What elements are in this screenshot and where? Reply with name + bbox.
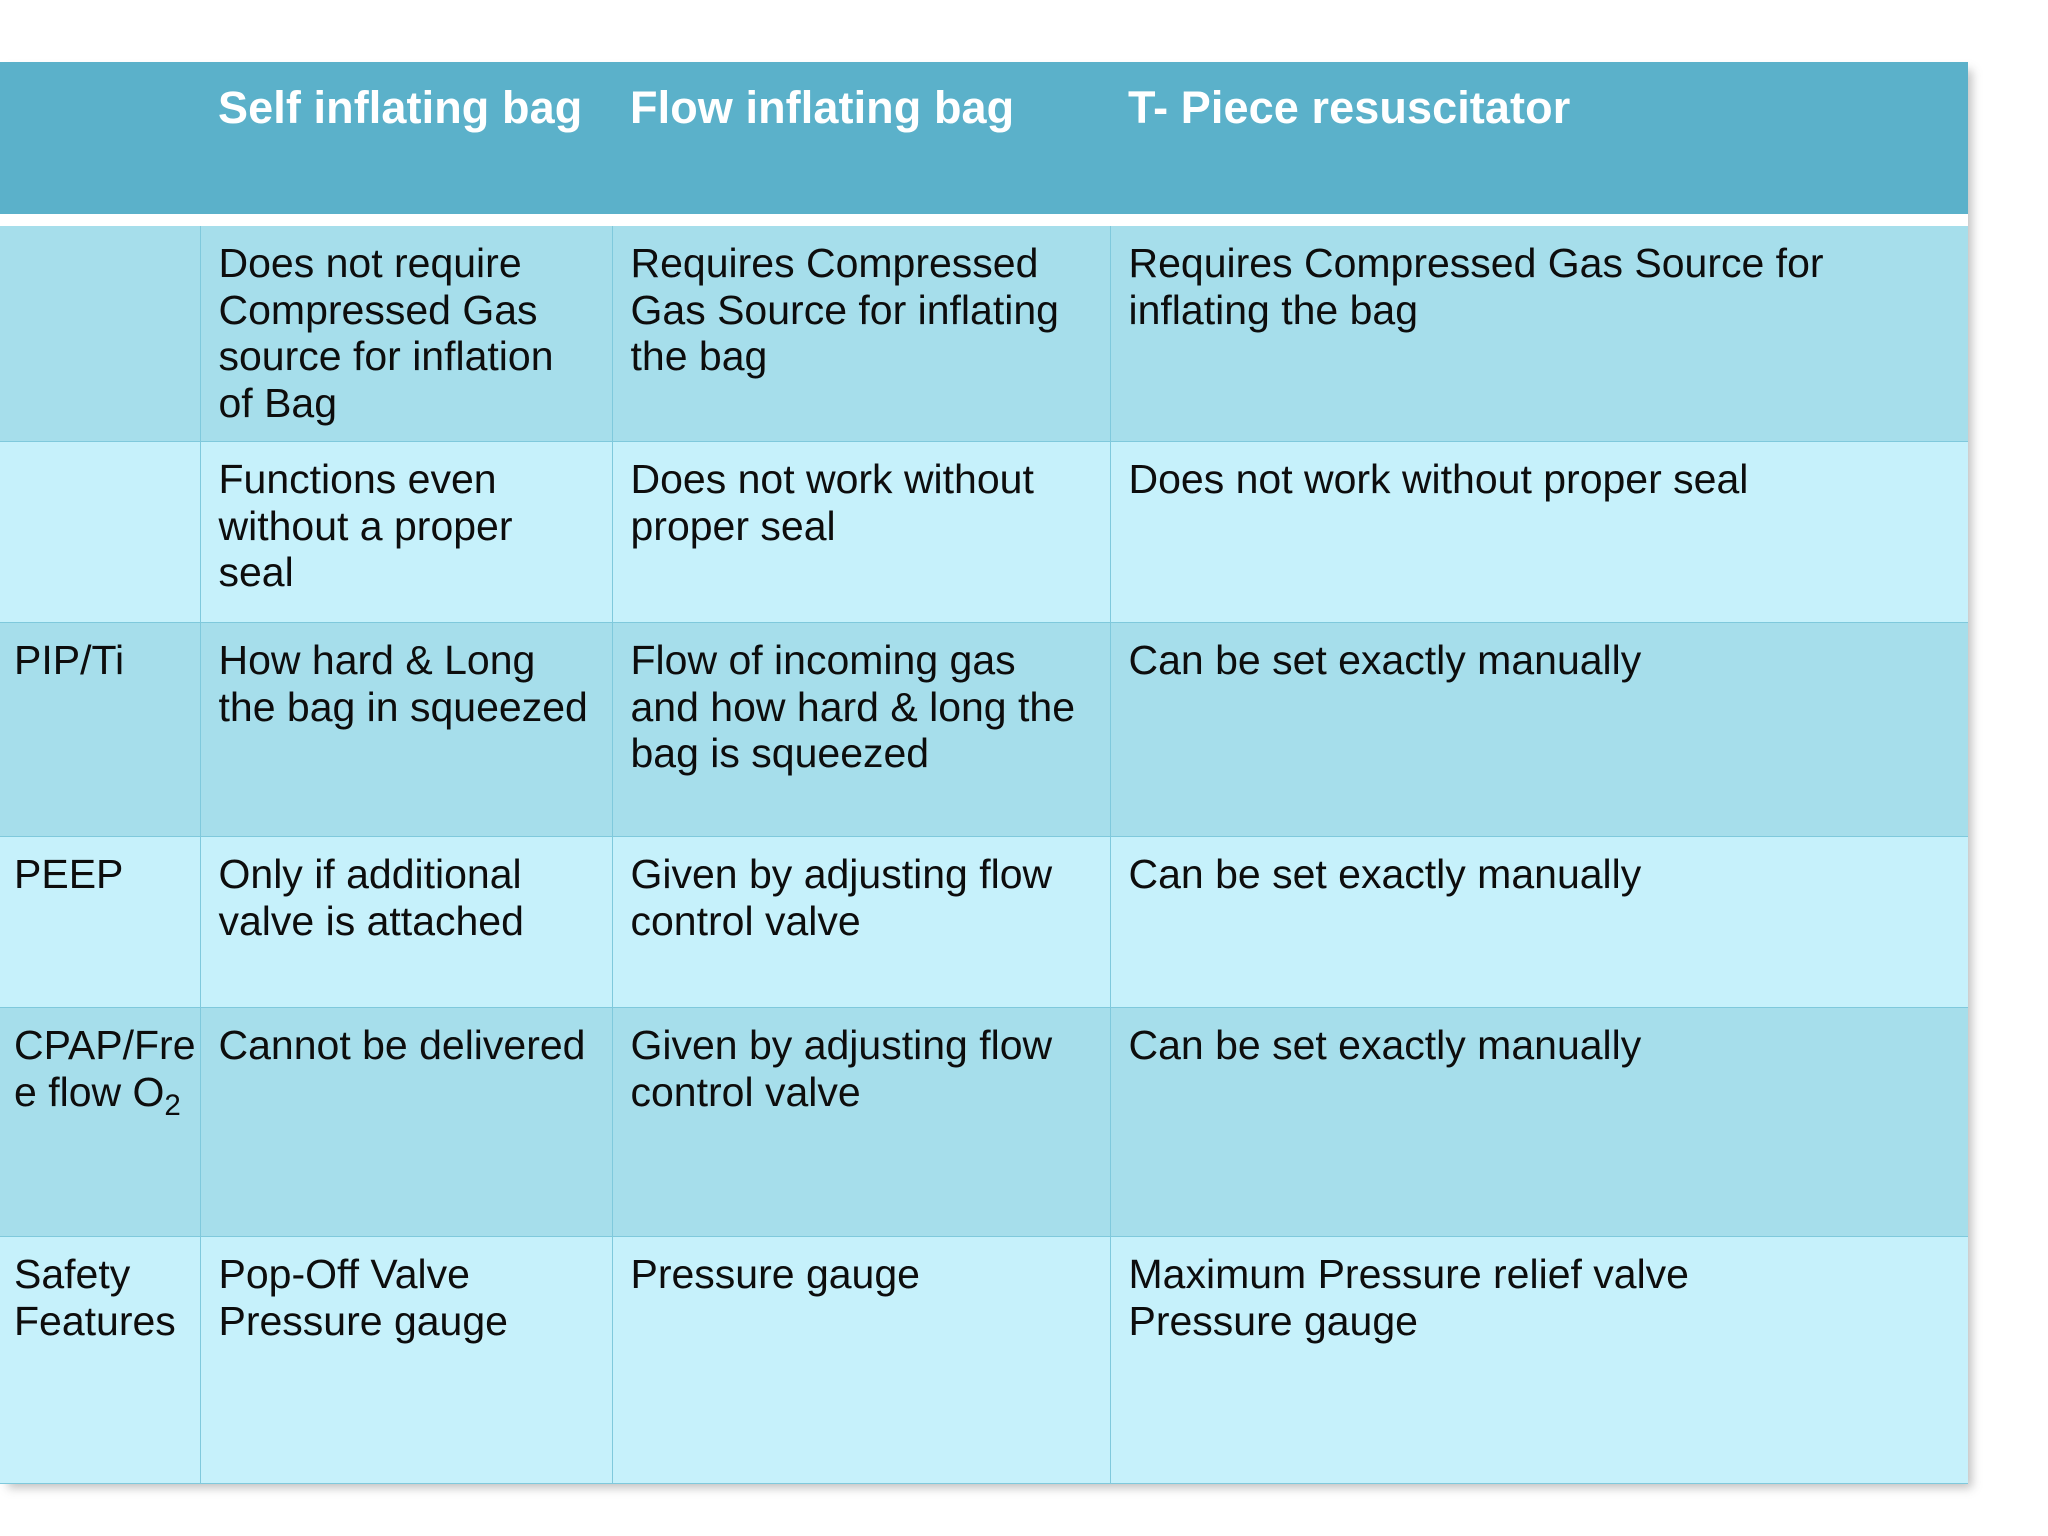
- cell-line-1: Pop-Off Valve: [218, 1250, 470, 1297]
- column-header-self-inflating-bag: Self inflating bag: [200, 62, 612, 214]
- row-label-cpap-free-flow-o2: CPAP/Fre e flow O2: [0, 1007, 201, 1237]
- cell-flow-inflating-bag: Given by adjusting flow control valve: [612, 836, 1111, 1008]
- table-header-row: Self inflating bag Flow inflating bag T-…: [0, 62, 1968, 214]
- table-row: Functions even without a proper seal Doe…: [0, 441, 1968, 623]
- cell-self-inflating-bag: Pop-Off Valve Pressure gauge: [200, 1236, 613, 1484]
- row-label-peep: PEEP: [0, 836, 201, 1008]
- row-label-safety-features: Safety Features: [0, 1236, 201, 1484]
- table-row: PEEP Only if additional valve is attache…: [0, 836, 1968, 1008]
- cell-flow-inflating-bag: Pressure gauge: [612, 1236, 1111, 1484]
- cell-self-inflating-bag: Only if additional valve is attached: [200, 836, 613, 1008]
- table-row: Does not require Compressed Gas source f…: [0, 226, 1968, 442]
- table-body: Does not require Compressed Gas source f…: [0, 226, 1968, 1484]
- header-separator-cell: [1110, 214, 1968, 226]
- cell-self-inflating-bag: Cannot be delivered: [200, 1007, 613, 1237]
- column-header-self-inflating-bag-label: Self inflating bag: [218, 82, 583, 133]
- table-row: Safety Features Pop-Off Valve Pressure g…: [0, 1236, 1968, 1484]
- cell-flow-inflating-bag: Flow of incoming gas and how hard & long…: [612, 622, 1111, 837]
- subscript-two: 2: [164, 1088, 181, 1122]
- cell-self-inflating-bag: Does not require Compressed Gas source f…: [200, 226, 613, 442]
- header-separator-cell: [612, 214, 1110, 226]
- column-header-t-piece-resuscitator: T- Piece resuscitator: [1110, 62, 1968, 214]
- cell-flow-inflating-bag: Does not work without proper seal: [612, 441, 1111, 623]
- header-separator-cell: [0, 214, 200, 226]
- row-label-cell: [0, 226, 201, 442]
- cell-t-piece-resuscitator: Can be set exactly manually: [1110, 836, 1968, 1008]
- cell-t-piece-resuscitator: Requires Compressed Gas Source for infla…: [1110, 226, 1968, 442]
- table-row: CPAP/Fre e flow O2 Cannot be delivered G…: [0, 1007, 1968, 1237]
- cell-line-2: Pressure gauge: [218, 1297, 508, 1344]
- cell-t-piece-resuscitator: Maximum Pressure relief valve Pressure g…: [1110, 1236, 1968, 1484]
- table-header: Self inflating bag Flow inflating bag T-…: [0, 62, 1968, 226]
- table-row: PIP/Ti How hard & Long the bag in squeez…: [0, 622, 1968, 837]
- column-header-flow-inflating-bag: Flow inflating bag: [612, 62, 1110, 214]
- row-label-pip-ti: PIP/Ti: [0, 622, 201, 837]
- header-separator-cell: [200, 214, 612, 226]
- row-label-line-1: CPAP/Fre: [14, 1021, 196, 1068]
- resuscitation-device-comparison-table: Self inflating bag Flow inflating bag T-…: [0, 62, 1968, 1484]
- cell-t-piece-resuscitator: Does not work without proper seal: [1110, 441, 1968, 623]
- cell-t-piece-resuscitator: Can be set exactly manually: [1110, 622, 1968, 837]
- cell-flow-inflating-bag: Requires Compressed Gas Source for infla…: [612, 226, 1111, 442]
- cell-flow-inflating-bag: Given by adjusting flow control valve: [612, 1007, 1111, 1237]
- row-label-cell: [0, 441, 201, 623]
- header-separator: [0, 214, 1968, 226]
- row-label-line-2-text: e flow O: [14, 1068, 165, 1115]
- row-label-line-2: e flow O2: [14, 1068, 194, 1120]
- cell-t-piece-resuscitator: Can be set exactly manually: [1110, 1007, 1968, 1237]
- cell-line-1: Maximum Pressure relief valve: [1128, 1250, 1690, 1297]
- cell-self-inflating-bag: How hard & Long the bag in squeezed: [200, 622, 613, 837]
- column-header-blank: [0, 62, 200, 214]
- cell-self-inflating-bag: Functions even without a proper seal: [200, 441, 613, 623]
- column-header-flow-inflating-bag-label: Flow inflating bag: [630, 82, 1015, 133]
- comparison-table-container: Self inflating bag Flow inflating bag T-…: [0, 62, 1968, 1484]
- cell-line-2: Pressure gauge: [1128, 1297, 1418, 1344]
- column-header-t-piece-resuscitator-label: T- Piece resuscitator: [1128, 82, 1571, 133]
